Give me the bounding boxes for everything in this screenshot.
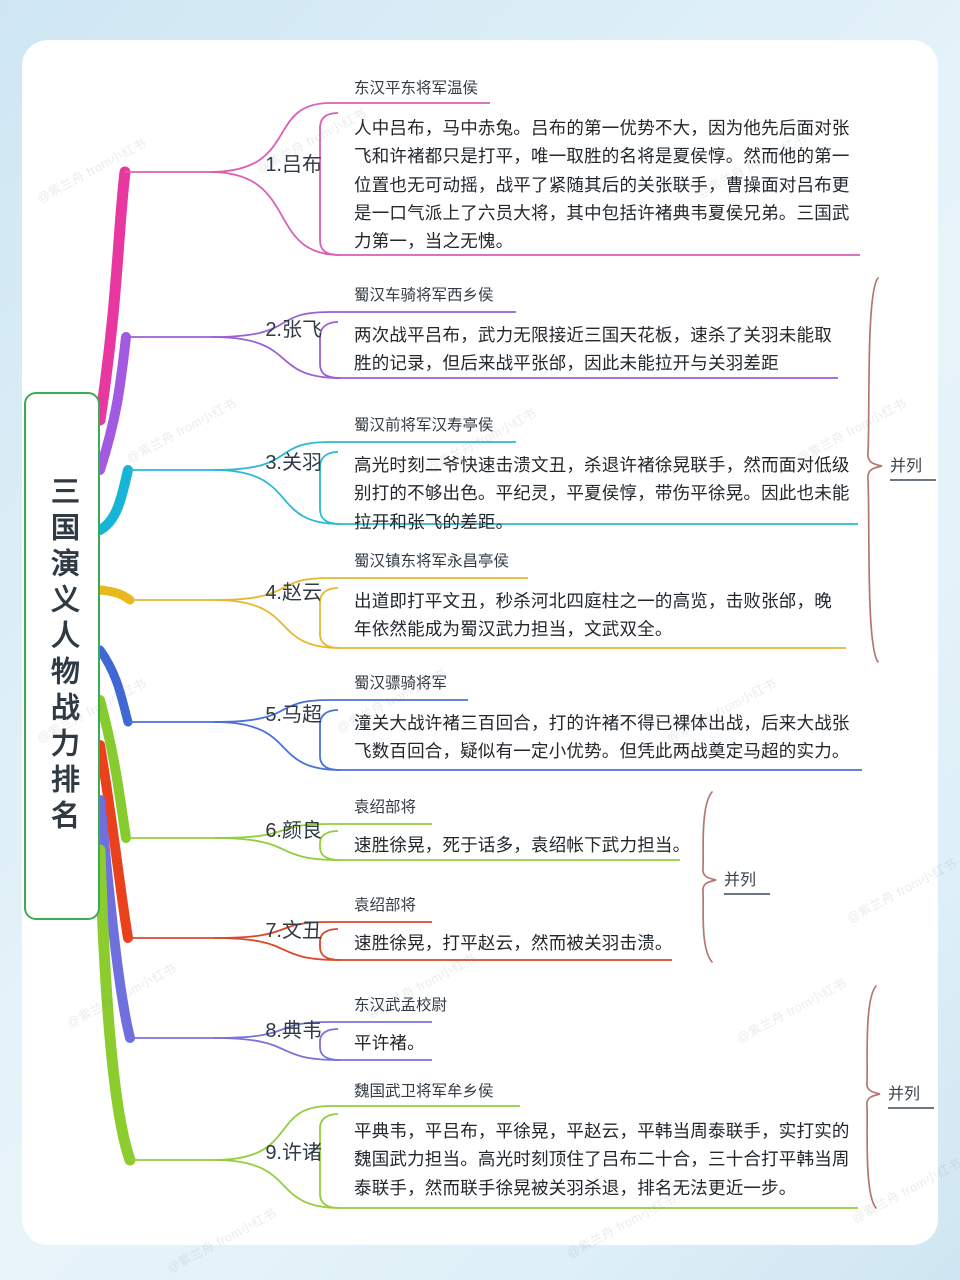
branch-label-4[interactable]: 4.赵云	[265, 582, 322, 604]
root-title: 三国演义人物战力排名	[46, 476, 79, 836]
leaf-body-3: 高光时刻二爷快速击溃文丑，杀退许褚徐晃联手，然而面对低级别打的不够出色。平纪灵，…	[354, 455, 850, 532]
watermark: @紫兰舟 from小红书	[34, 135, 150, 206]
leaf-title-6: 袁绍部将	[354, 799, 417, 816]
leaf-node-1[interactable]: 东汉平东将军温侯 人中吕布，马中赤兔。吕布的第一优势不大，因为他先后面对张飞和许…	[352, 76, 852, 256]
leaf-body-9: 平典韦，平吕布，平徐晃，平赵云，平韩当周泰联手，实打实的魏国武力担当。高光时刻顶…	[354, 1121, 850, 1198]
branch-label-1[interactable]: 1.吕布	[265, 154, 322, 176]
branch-label-5[interactable]: 5.马超	[265, 704, 322, 726]
bracket-underline-2	[724, 893, 770, 895]
leaf-title-2: 蜀汉车骑将军西乡侯	[354, 287, 494, 304]
watermark: @紫兰舟 from小红书	[64, 960, 180, 1031]
leaf-title-1: 东汉平东将军温侯	[354, 80, 479, 97]
branch-label-2[interactable]: 2.张飞	[265, 319, 322, 341]
bracket-label-1: 并列	[890, 452, 936, 481]
leaf-node-3[interactable]: 蜀汉前将军汉寿亭侯 高光时刻二爷快速击溃文丑，杀退许褚徐晃联手，然而面对低级别打…	[352, 413, 854, 536]
leaf-node-2[interactable]: 蜀汉车骑将军西乡侯 两次战平吕布，武力无限接近三国天花板，速杀了关羽未能取胜的记…	[352, 283, 847, 378]
bracket-text-3: 并列	[888, 1086, 921, 1103]
leaf-body-8: 平许褚。	[354, 1033, 425, 1053]
watermark: @紫兰舟 from小红书	[164, 1205, 280, 1276]
branch-label-8[interactable]: 8.典韦	[265, 1020, 322, 1042]
bracket-label-3: 并列	[888, 1080, 934, 1109]
leaf-title-9: 魏国武卫将军牟乡侯	[354, 1083, 494, 1100]
leaf-title-3: 蜀汉前将军汉寿亭侯	[354, 417, 494, 434]
bracket-underline-1	[890, 479, 936, 481]
leaf-node-8[interactable]: 东汉武孟校尉 平许褚。	[352, 993, 692, 1057]
leaf-body-6: 速胜徐晃，死于话多，袁绍帐下武力担当。	[354, 835, 691, 855]
bracket-underline-3	[888, 1107, 934, 1109]
bracket-label-2: 并列	[724, 866, 770, 895]
leaf-title-5: 蜀汉骠骑将军	[354, 675, 448, 692]
leaf-title-8: 东汉武孟校尉	[354, 997, 448, 1014]
leaf-body-2: 两次战平吕布，武力无限接近三国天花板，速杀了关羽未能取胜的记录，但后来战平张邰，…	[354, 325, 832, 374]
leaf-title-7: 袁绍部将	[354, 897, 417, 914]
watermark: @紫兰舟 from小红书	[844, 855, 960, 926]
root-node[interactable]: 三国演义人物战力排名	[24, 392, 100, 920]
branch-label-6[interactable]: 6.颜良	[265, 820, 322, 842]
leaf-body-1: 人中吕布，马中赤兔。吕布的第一优势不大，因为他先后面对张飞和许褚都只是打平，唯一…	[354, 118, 850, 252]
leaf-body-4: 出道即打平文丑，秒杀河北四庭柱之一的高览，击败张邰，晚年依然能成为蜀汉武力担当，…	[354, 591, 832, 640]
branch-label-9[interactable]: 9.许诸	[265, 1142, 322, 1164]
leaf-body-5: 潼关大战许褚三百回合，打的许褚不得已裸体出战，后来大战张飞数百回合，疑似有一定小…	[354, 713, 850, 762]
watermark: @紫兰舟 from小红书	[849, 1155, 960, 1226]
bracket-text-2: 并列	[724, 872, 757, 889]
leaf-node-9[interactable]: 魏国武卫将军牟乡侯 平典韦，平吕布，平徐晃，平赵云，平韩当周泰联手，实打实的魏国…	[352, 1079, 852, 1202]
branch-label-3[interactable]: 3.关羽	[265, 452, 322, 474]
leaf-node-7[interactable]: 袁绍部将 速胜徐晃，打平赵云，然而被关羽击溃。	[352, 893, 692, 957]
leaf-node-5[interactable]: 蜀汉骠骑将军 潼关大战许褚三百回合，打的许褚不得已裸体出战，后来大战张飞数百回合…	[352, 671, 856, 766]
branch-label-7[interactable]: 7.文丑	[265, 920, 322, 942]
leaf-body-7: 速胜徐晃，打平赵云，然而被关羽击溃。	[354, 933, 673, 953]
leaf-node-6[interactable]: 袁绍部将 速胜徐晃，死于话多，袁绍帐下武力担当。	[352, 795, 692, 859]
leaf-title-4: 蜀汉镇东将军永昌亭侯	[354, 553, 510, 570]
watermark: @紫兰舟 from小红书	[734, 975, 850, 1046]
bracket-text-1: 并列	[890, 458, 923, 475]
leaf-node-4[interactable]: 蜀汉镇东将军永昌亭侯 出道即打平文丑，秒杀河北四庭柱之一的高览，击败张邰，晚年依…	[352, 549, 846, 644]
